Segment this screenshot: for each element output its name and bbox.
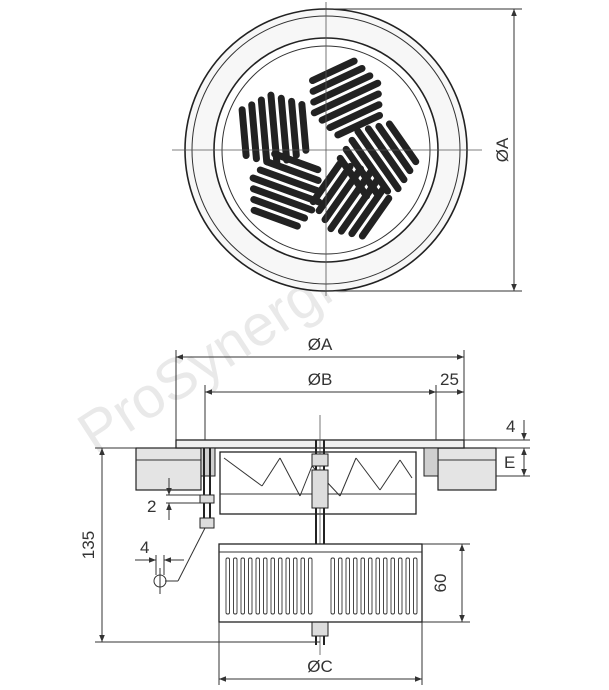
plenum-slot [300, 557, 305, 615]
grille-slot [267, 91, 281, 169]
vane-line [339, 457, 357, 497]
grille-slot [257, 96, 271, 166]
grille-slot [337, 176, 381, 235]
plenum-box [218, 543, 423, 623]
dim-C-label: ØC [307, 657, 333, 676]
vane-line [379, 459, 401, 491]
plenum-slot [390, 557, 395, 615]
grille-slot [326, 101, 383, 132]
grille-slot [271, 150, 322, 174]
plenum-slot [330, 557, 335, 615]
vane-line [355, 457, 381, 491]
plenum-slot [240, 557, 245, 615]
plenum-slot [285, 557, 290, 615]
grille-slot [248, 101, 260, 163]
vane-line [279, 457, 301, 497]
grille-slot [249, 185, 316, 214]
grille-slot [348, 136, 392, 195]
grille-slot [385, 120, 420, 166]
grille-slot [318, 90, 382, 124]
dim-2-label: 2 [147, 497, 156, 516]
grille-slot [310, 72, 374, 106]
grille-slot [249, 174, 323, 206]
plenum-slot [413, 557, 418, 615]
grille-slot [354, 127, 402, 193]
swirl-slots [238, 57, 420, 240]
plenum-slot [345, 557, 350, 615]
grille-slot [256, 166, 323, 195]
dim-60-label: 60 [431, 574, 450, 593]
plenum-slot [255, 557, 260, 615]
plenum-slot [278, 557, 283, 615]
vane-line [223, 457, 263, 487]
plenum-slot [338, 557, 343, 615]
dim-135-label: 135 [79, 531, 98, 559]
grille-slot [250, 206, 301, 230]
dim-E-label: E [504, 453, 515, 472]
grille-slot [308, 57, 358, 85]
dim-25-label: 25 [440, 370, 459, 389]
plenum-slot [405, 557, 410, 615]
grille-slot [310, 79, 382, 117]
grille-slot [321, 165, 365, 224]
vane-line [261, 457, 281, 487]
plenum-slot [308, 557, 313, 615]
plenum-slot [293, 557, 298, 615]
grille-slot [327, 167, 375, 233]
plenum-slot [383, 557, 388, 615]
dim-B-label: ØB [308, 370, 333, 389]
plenum-slot [360, 557, 365, 615]
vane-line [299, 465, 313, 497]
dim-A-label: ØA [308, 335, 333, 354]
dim-4-top-label: 4 [506, 417, 515, 436]
ceiling-right [437, 447, 497, 491]
plenum-slot [248, 557, 253, 615]
plenum-slot [263, 557, 268, 615]
grille-slot [238, 106, 250, 160]
grille-slot [309, 64, 366, 95]
plenum-slot [270, 557, 275, 615]
top-view: ØA [172, 2, 522, 296]
grille-slot [334, 111, 384, 139]
grille-slot [288, 97, 300, 159]
grille-slot [309, 160, 344, 206]
grille-slot [250, 196, 309, 222]
grille-slot [298, 100, 310, 154]
plenum-slot [375, 557, 380, 615]
grille-slot [375, 122, 414, 175]
dim-4-left-label: 4 [140, 538, 149, 557]
grille-slot [364, 125, 408, 184]
plenum-slot [225, 557, 230, 615]
grille-slot [315, 162, 354, 215]
grille-slot [358, 194, 393, 240]
plenum-slot [353, 557, 358, 615]
grille-slot [348, 185, 387, 238]
top-diameter-label: ØA [493, 137, 512, 162]
vane-line [399, 459, 413, 479]
plenum-slot [233, 557, 238, 615]
plenum-slots [225, 557, 418, 615]
side-view: 2 4 ØA ØB 25 4 E 135 [79, 335, 530, 685]
plenum-slot [368, 557, 373, 615]
plenum-slot [398, 557, 403, 615]
